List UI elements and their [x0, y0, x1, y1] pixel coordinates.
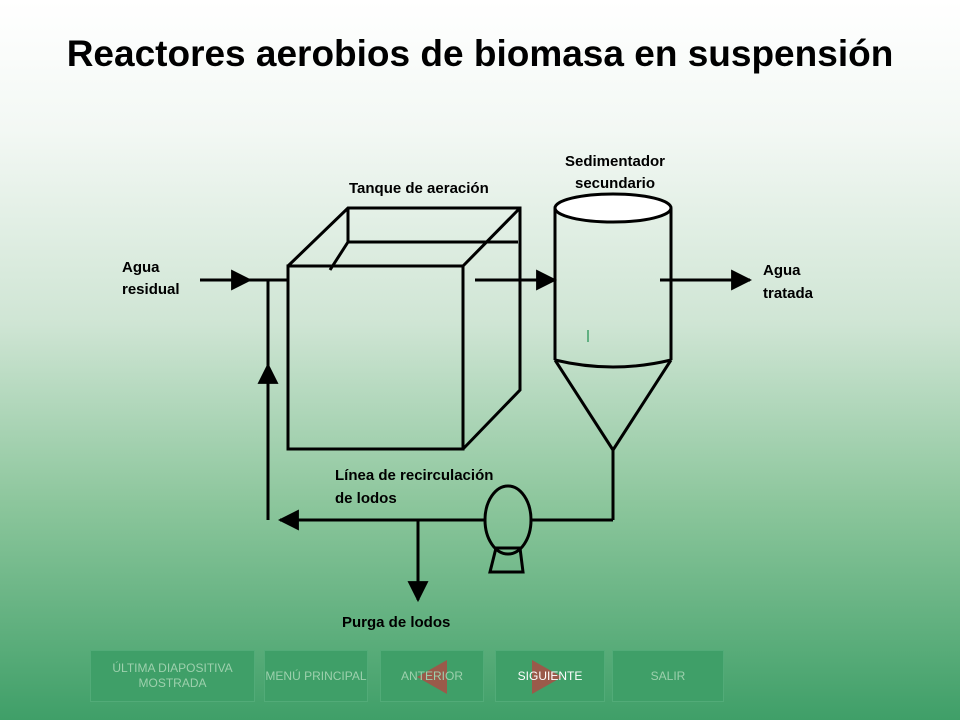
last-slide-label: ÚLTIMA DIAPOSITIVA MOSTRADA [112, 661, 233, 690]
exit-button[interactable]: SALIR [612, 650, 724, 702]
page-title: Reactores aerobios de biomasa en suspens… [66, 33, 894, 74]
previous-button[interactable]: ANTERIOR [380, 650, 484, 702]
sludge-recirculation-line [257, 280, 615, 531]
arrow-left-icon [417, 660, 447, 694]
secondary-clarifier [553, 192, 673, 451]
next-label: SIGUIENTE [517, 668, 583, 683]
purge-label: Purga de lodos [342, 614, 450, 631]
aeration-tank-label: Tanque de aeración [349, 180, 489, 197]
clarifier-label-1: Sedimentador [565, 153, 665, 170]
influent-label-2: residual [122, 281, 180, 298]
recirculation-label-1: Línea de recirculación [335, 467, 493, 484]
pump-icon [483, 484, 533, 574]
exit-label: SALIR [650, 668, 686, 683]
arrow-right-icon [532, 660, 562, 694]
next-button[interactable]: SIGUIENTE [495, 650, 605, 702]
influent-label-1: Agua [122, 259, 160, 276]
effluent-label-2: tratada [763, 285, 814, 302]
last-slide-button[interactable]: ÚLTIMA DIAPOSITIVA MOSTRADA [90, 650, 255, 702]
previous-label: ANTERIOR [400, 668, 463, 683]
effluent-label-1: Agua [763, 262, 801, 279]
clarifier-label-2: secundario [575, 175, 655, 192]
main-menu-button[interactable]: MENÚ PRINCIPAL [264, 650, 368, 702]
aeration-tank [286, 206, 522, 451]
recirculation-label-2: de lodos [335, 490, 397, 507]
main-menu-label: MENÚ PRINCIPAL [265, 668, 367, 683]
